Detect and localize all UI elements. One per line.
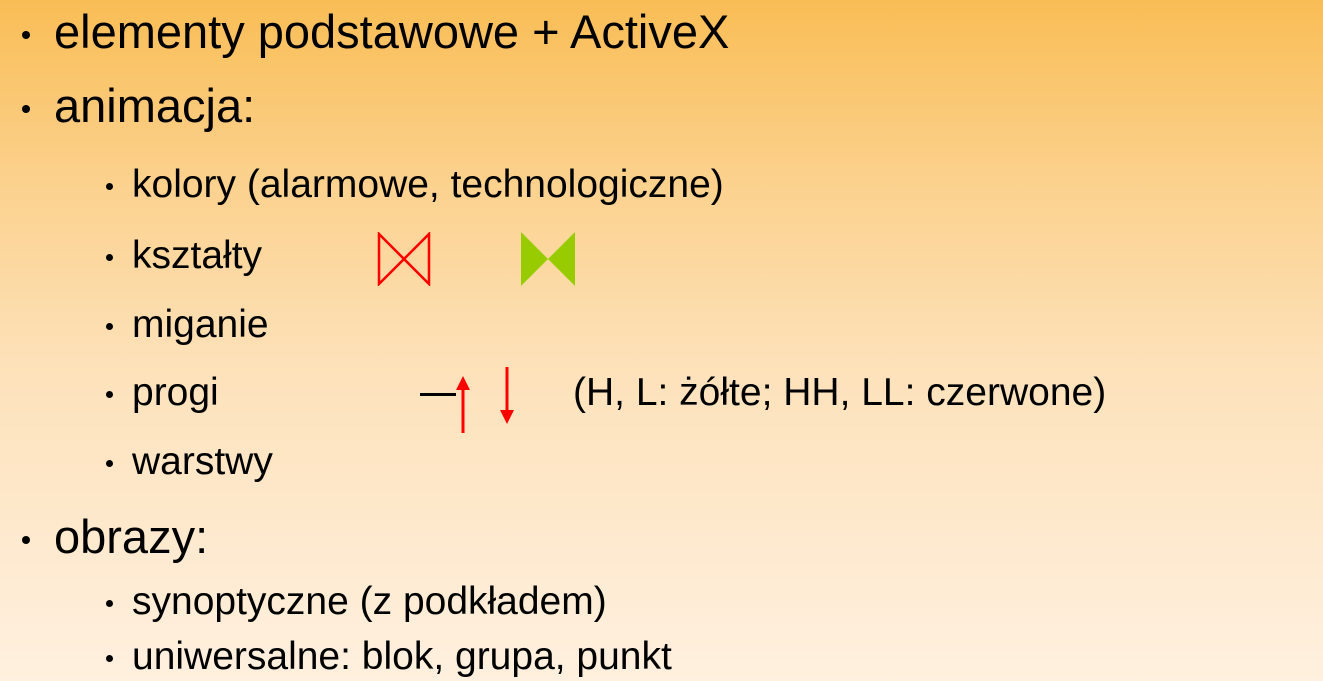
bullet-animacja: animacja: [22,82,255,129]
bullet-dot [106,373,124,391]
bullet-label: animacja: [54,79,256,132]
bullet-dot [22,513,40,531]
bullet-dot [22,8,40,26]
arrow-up-icon [456,376,470,433]
bullet-dot [106,165,124,183]
subbullet-synoptyczne: synoptyczne (z podkładem) [106,582,607,621]
bullet-elementy: elementy podstawowe + ActiveX [22,8,729,55]
subbullet-miganie: miganie [106,305,269,344]
subbullet-warstwy: warstwy [106,442,273,481]
subbullet-label: warstwy [132,440,273,483]
bullet-obrazy: obrazy: [22,513,208,560]
subbullet-kolory: kolory (alarmowe, technologiczne) [106,165,724,204]
subbullet-label: synoptyczne (z podkładem) [132,580,607,623]
subbullet-label: progi [132,371,219,414]
subbullet-label: uniwersalne: blok, grupa, punkt [132,635,672,678]
subbullet-label: kolory (alarmowe, technologiczne) [132,163,724,206]
bullet-dot [22,82,40,100]
subbullet-label: kształty [132,234,263,277]
bullet-dot [106,637,124,655]
bullet-dot [106,442,124,460]
thresholds-note: (H, L: żółte; HH, LL: czerwone) [573,371,1107,414]
subbullet-ksztalty: kształty [106,236,262,275]
bullet-dot [106,305,124,323]
bullet-label: elementy podstawowe + ActiveX [54,5,730,58]
subbullet-uniwersalne: uniwersalne: blok, grupa, punkt [106,637,672,676]
subbullet-progi: progi [106,373,219,412]
bullet-dot [106,236,124,254]
bullet-label: obrazy: [54,510,209,563]
valve-outline-icon [377,232,431,286]
bullet-dot [106,582,124,600]
valve-filled-icon [521,232,575,286]
threshold-dash-icon [420,393,456,396]
subbullet-label: miganie [132,303,269,346]
arrow-down-icon [500,367,514,424]
